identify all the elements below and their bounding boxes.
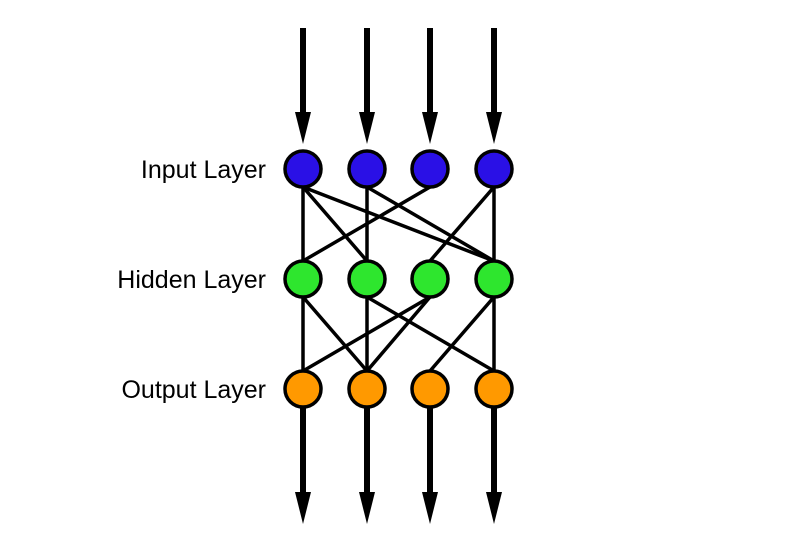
hidden-node-1 bbox=[283, 259, 323, 299]
input-node-4 bbox=[474, 149, 514, 189]
output-arrows bbox=[295, 407, 502, 524]
input-arrow bbox=[486, 28, 502, 144]
edge-input-3-to-hidden-1 bbox=[301, 185, 432, 263]
arrow-head bbox=[295, 492, 311, 524]
arrow-head bbox=[422, 112, 438, 144]
hidden-node-2 bbox=[347, 259, 387, 299]
output-arrow bbox=[422, 407, 438, 524]
input-node-2 bbox=[347, 149, 387, 189]
arrow-head bbox=[295, 112, 311, 144]
edge-input-4-to-hidden-3 bbox=[428, 185, 496, 263]
connection-edges bbox=[301, 185, 496, 373]
input-node-1 bbox=[283, 149, 323, 189]
input-arrow bbox=[359, 28, 375, 144]
output-arrow bbox=[486, 407, 502, 524]
input-node-3 bbox=[410, 149, 450, 189]
input-arrows bbox=[295, 28, 502, 144]
input-arrow bbox=[422, 28, 438, 144]
arrow-head bbox=[486, 492, 502, 524]
hidden-layer-label: Hidden Layer bbox=[117, 266, 266, 294]
output-node-4 bbox=[474, 369, 514, 409]
output-node-1 bbox=[283, 369, 323, 409]
output-node-2 bbox=[347, 369, 387, 409]
arrow-head bbox=[486, 112, 502, 144]
input-layer-label: Input Layer bbox=[141, 156, 266, 184]
output-arrow bbox=[359, 407, 375, 524]
output-node-3 bbox=[410, 369, 450, 409]
edge-hidden-2-to-output-4 bbox=[365, 295, 496, 373]
arrow-head bbox=[359, 492, 375, 524]
hidden-node-3 bbox=[410, 259, 450, 299]
hidden-node-4 bbox=[474, 259, 514, 299]
output-arrow bbox=[295, 407, 311, 524]
network-nodes bbox=[283, 149, 514, 409]
edge-hidden-3-to-output-1 bbox=[301, 295, 432, 373]
arrow-head bbox=[359, 112, 375, 144]
edge-input-1-to-hidden-4 bbox=[301, 185, 496, 263]
output-layer-label: Output Layer bbox=[121, 376, 266, 404]
input-arrow bbox=[295, 28, 311, 144]
edge-input-1-to-hidden-2 bbox=[301, 185, 369, 263]
edge-hidden-4-to-output-3 bbox=[428, 295, 496, 373]
edge-input-2-to-hidden-4 bbox=[365, 185, 496, 263]
edge-hidden-1-to-output-2 bbox=[301, 295, 369, 373]
edge-hidden-3-to-output-2 bbox=[365, 295, 432, 373]
arrow-head bbox=[422, 492, 438, 524]
